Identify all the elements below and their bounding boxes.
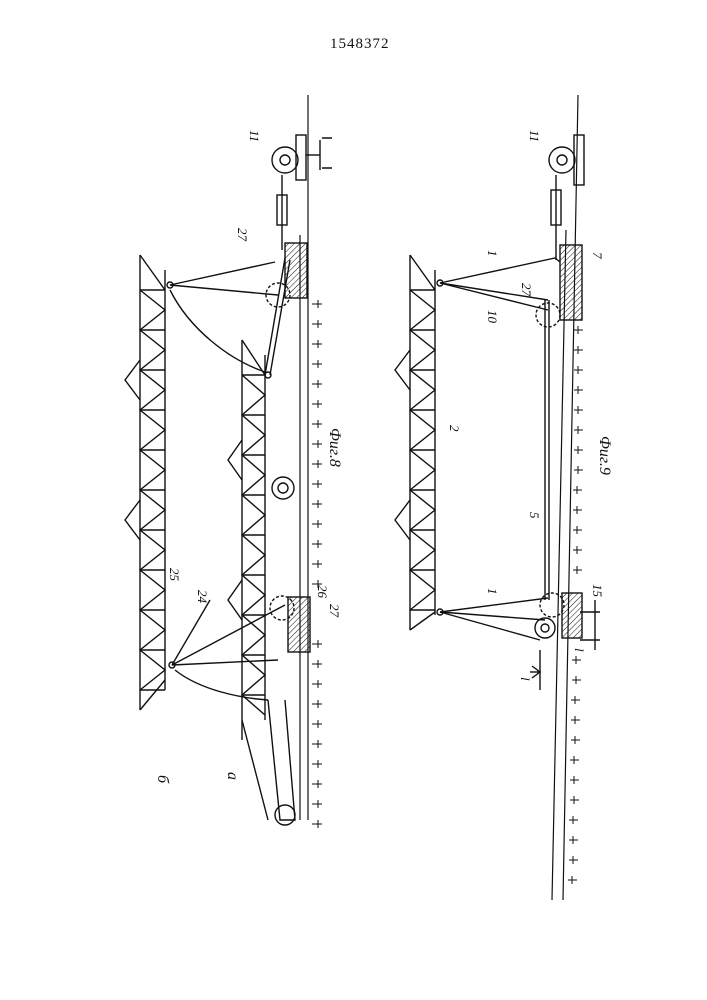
fig8-label-26: 26 bbox=[315, 585, 330, 599]
fig8-label-a: а bbox=[224, 772, 241, 780]
fig9-label-1-bottom: 1 bbox=[485, 588, 500, 595]
fig8-caption: Фиг.8 bbox=[326, 428, 343, 467]
fig9-label-7: 7 bbox=[590, 252, 605, 259]
fig8-label-24: 24 bbox=[195, 590, 210, 604]
figure-9 bbox=[395, 95, 600, 900]
figure-8 bbox=[125, 95, 332, 828]
fig8-label-27-bottom: 27 bbox=[327, 604, 342, 618]
fig9-label-10: 10 bbox=[485, 310, 500, 324]
fig9-label-5: 5 bbox=[527, 512, 542, 519]
fig8-sleepers bbox=[312, 300, 322, 828]
fig9-label-27: 27 bbox=[519, 283, 534, 297]
fig8-label-25: 25 bbox=[167, 568, 182, 582]
fig9-caption: Фиг.9 bbox=[596, 436, 613, 475]
fig9-label-l-left: l bbox=[518, 677, 533, 681]
fig9-label-11: 11 bbox=[527, 130, 542, 142]
fig9-label-2: 2 bbox=[447, 425, 462, 432]
fig8-label-b: б bbox=[154, 775, 171, 784]
fig9-truss bbox=[395, 255, 435, 630]
fig9-label-15: 15 bbox=[590, 584, 605, 598]
fig9-label-l-right: l bbox=[572, 648, 587, 652]
fig8-label-11: 11 bbox=[247, 130, 262, 142]
fig8-truss-lower bbox=[228, 340, 265, 740]
fig8-truss-upper bbox=[125, 255, 165, 710]
fig8-label-27-top: 27 bbox=[235, 228, 250, 242]
fig9-label-1-top: 1 bbox=[485, 250, 500, 257]
